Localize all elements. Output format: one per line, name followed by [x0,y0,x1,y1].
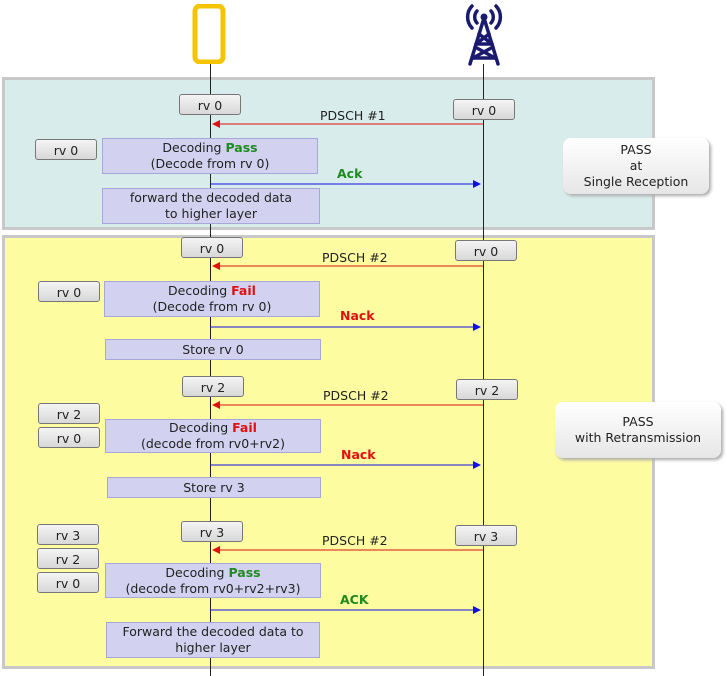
decoding-prefix: Decoding [162,140,226,155]
decoding-fail-text: Fail [232,420,257,435]
decoding-prefix: Decoding [168,283,232,298]
nack-label: Nack [340,308,375,323]
decoding-result-box: Decoding Fail (decode from rv0+rv2) [105,419,321,453]
decoding-fail-text: Fail [231,283,256,298]
decoding-result-box: Decoding Fail (Decode from rv 0) [104,281,320,317]
nack-label: Nack [341,447,376,462]
cell-tower-icon [458,0,510,66]
decoding-detail: (decode from rv0+rv2) [140,436,285,451]
forward-line-2: higher layer [175,640,251,655]
forward-line-1: forward the decoded data [129,190,293,205]
note-line: PASS [622,414,654,429]
decoding-prefix: Decoding [169,420,233,435]
forward-line-2: to higher layer [165,206,257,221]
buffer-rv-tag: rv 0 [38,427,100,448]
buffer-rv-tag: rv 2 [38,403,100,424]
gnb-rv-tag: rv 0 [453,99,515,120]
pass-single-reception-note: PASS at Single Reception [563,138,709,194]
smartphone-icon [192,3,226,65]
gnb-rv-tag: rv 2 [456,379,518,400]
buffer-rv-tag: rv 2 [37,548,99,569]
pass-retransmission-note: PASS with Retransmission [555,402,721,458]
decoding-pass-text: Pass [228,564,261,580]
decoding-prefix: Decoding [165,564,229,580]
decoding-result-box: Decoding Pass (decode from rv0+rv2+rv3) [105,563,321,598]
gnb-rv-tag: rv 3 [455,525,517,546]
buffer-rv-tag: rv 0 [37,572,99,593]
store-box: Store rv 0 [105,339,321,360]
ue-lifeline [210,64,211,676]
pdsch-label: PDSCH #1 [320,108,386,123]
ue-rv-tag: rv 2 [182,376,244,397]
note-line: PASS [620,142,652,157]
ack-label: ACK [340,592,369,607]
note-line: with Retransmission [574,430,702,445]
gnb-lifeline [483,64,484,676]
buffer-rv-tag: rv 0 [35,139,97,160]
buffer-rv-tag: rv 0 [38,281,100,302]
forward-data-box: forward the decoded data to higher layer [102,188,320,224]
store-text: Store rv 0 [182,341,244,357]
decoding-pass-text: Pass [225,140,258,155]
decoding-detail: (decode from rv0+rv2+rv3) [125,580,301,596]
buffer-rv-tag: rv 3 [37,524,99,545]
decoding-result-box: Decoding Pass (Decode from rv 0) [102,138,318,174]
forward-line-1: Forward the decoded data to [122,624,304,639]
decoding-detail: (Decode from rv 0) [152,299,272,314]
ue-rv-tag: rv 0 [181,237,243,258]
decoding-detail: (Decode from rv 0) [150,156,270,171]
ack-label: Ack [337,166,363,181]
pdsch-label: PDSCH #2 [322,250,388,265]
note-line: Single Reception [583,174,689,189]
store-box: Store rv 3 [107,477,321,498]
ue-rv-tag: rv 3 [181,521,243,542]
forward-data-box: Forward the decoded data to higher layer [106,622,320,658]
pdsch-label: PDSCH #2 [322,533,388,548]
note-line: at [629,158,643,173]
gnb-rv-tag: rv 0 [455,240,517,261]
ue-rv-tag: rv 0 [179,94,241,115]
store-text: Store rv 3 [183,479,245,495]
pdsch-label: PDSCH #2 [323,388,389,403]
